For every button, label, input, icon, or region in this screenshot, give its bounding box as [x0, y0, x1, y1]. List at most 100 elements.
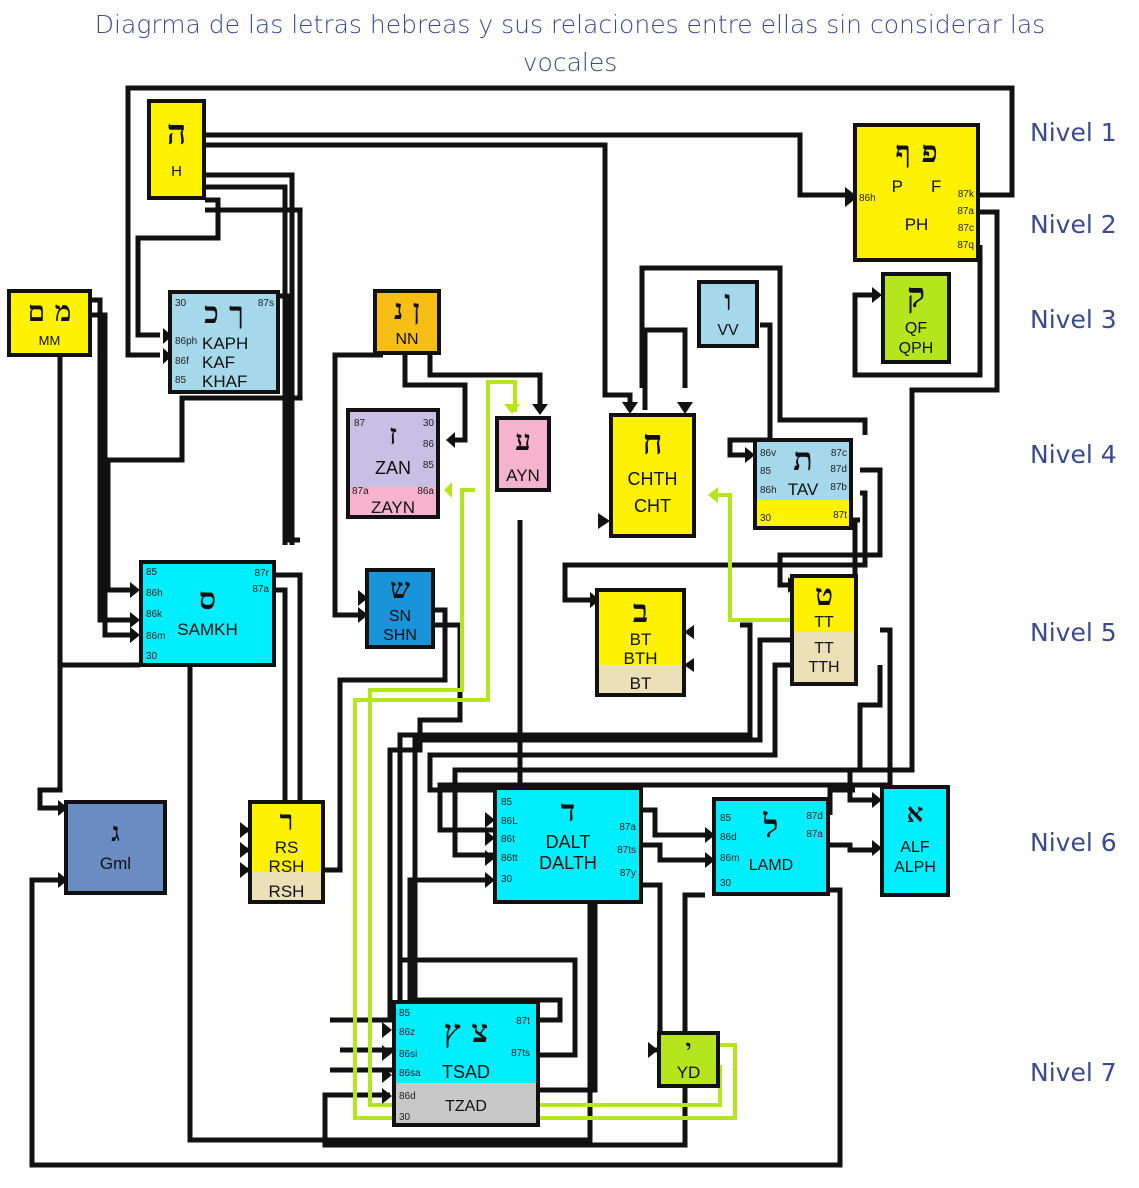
node-label: LAMD [748, 857, 794, 874]
node-label: TSAD [441, 1062, 490, 1082]
node-vav[interactable]: ו VV [697, 280, 759, 348]
node-label: QPH [898, 340, 934, 357]
letter-glyph: ג [111, 818, 120, 848]
connector [727, 322, 773, 458]
node-label: SAMKH [177, 620, 238, 639]
node-ayin[interactable]: ע AYN [495, 416, 551, 492]
port-label: 86m [146, 631, 166, 642]
arrow-icon [382, 1088, 392, 1104]
port-label: 86a [417, 486, 434, 497]
arrow-icon [648, 1042, 658, 1058]
node-resh[interactable]: ר RS RSH RSH [248, 800, 325, 904]
connector [777, 467, 883, 588]
node-zayin[interactable]: ז ZAN ZAYN 87 87a 30 86 85 86a [346, 408, 440, 519]
connector [640, 882, 663, 1053]
arrow-icon [872, 792, 882, 808]
connector [278, 293, 300, 543]
node-het[interactable]: ח CHTH CHT [609, 413, 696, 538]
arrow-icon [485, 830, 495, 846]
port-label: 86h [859, 193, 876, 204]
connector [827, 787, 855, 815]
node-label: QF [904, 320, 928, 337]
port-label: 85 [399, 1008, 411, 1019]
arrow-icon [382, 1067, 392, 1083]
port-label: 87s [257, 298, 274, 309]
port-label: 86f [175, 356, 189, 367]
node-band-label: TZAD [445, 1098, 487, 1115]
port-label: 86sa [399, 1068, 421, 1079]
node-tav[interactable]: ת TAV 86v 85 86h 30 87c 87d 87b 87t [753, 438, 853, 530]
connector [29, 877, 843, 1168]
level-label: Nivel 4 [1030, 440, 1117, 469]
port-label: 86h [146, 588, 163, 599]
arrow-icon [485, 872, 495, 888]
port-label: 30 [399, 1112, 411, 1123]
port-label: 85 [501, 797, 513, 808]
letter-glyph: צ ץ [443, 1012, 489, 1050]
node-qof[interactable]: ק QF QPH [881, 272, 951, 364]
node-label: DALTH [539, 853, 597, 873]
port-label: 86h [760, 485, 777, 496]
node-tsadi[interactable]: צ ץ TSAD TZAD 85 86z 86si 86sa 86d 30 87… [392, 1000, 540, 1127]
node-dalet[interactable]: ד DALT DALTH 85 86L 86t 86tt 30 87a 87ts… [493, 786, 643, 904]
node-samekh[interactable]: ס SAMKH 85 86h 86k 86m 30 87r 87a [139, 560, 276, 667]
letter-glyph: ז [389, 418, 397, 451]
connector [92, 297, 130, 623]
letter-glyph: ו [724, 284, 732, 317]
letter-glyph: ק [906, 276, 926, 316]
node-kaf[interactable]: ך כ KAPH KAF KHAF 30 86ph 86f 85 87s [168, 290, 280, 394]
node-label: RS [274, 838, 299, 857]
node-label: MM [38, 333, 61, 348]
node-nun[interactable]: ן נ NN [373, 289, 441, 355]
connector [640, 807, 710, 838]
port-label: 86ph [175, 336, 198, 347]
node-tet[interactable]: ט TT TT TTH [790, 574, 858, 686]
port-label: 86z [399, 1027, 416, 1038]
port-label: 86m [720, 853, 740, 864]
letter-glyph: מ ם [27, 295, 72, 328]
node-label: TT [814, 614, 834, 631]
node-label: ALF [900, 839, 930, 856]
node-label: NN [395, 331, 419, 348]
node-alef[interactable]: א ALF ALPH [880, 785, 950, 897]
arrow-icon [485, 812, 495, 828]
node-label: CHT [634, 496, 671, 516]
port-label: 85 [175, 375, 187, 386]
node-shin[interactable]: ש SN SHN [365, 568, 435, 649]
node-mem[interactable]: מ ם MM [7, 289, 92, 357]
arrow-icon [130, 627, 140, 643]
node-he[interactable]: ה H [147, 99, 206, 200]
port-label: 86d [720, 832, 737, 843]
node-label: DALT [545, 832, 591, 852]
port-label: 87a [619, 822, 636, 833]
node-label: SHN [383, 627, 417, 644]
port-label: 87y [619, 868, 636, 879]
port-label: 87ts [511, 1048, 530, 1059]
port-label: 87d [830, 464, 847, 475]
arrow-icon [58, 872, 68, 888]
node-label: BT [629, 630, 652, 649]
connector [353, 380, 737, 1120]
port-label: 30 [760, 513, 772, 524]
arrow-icon [622, 402, 638, 414]
port-label: 30 [501, 874, 513, 885]
node-gimel[interactable]: ג Gml [64, 800, 167, 895]
port-label: 85 [146, 567, 158, 578]
node-lamed[interactable]: ל LAMD 85 86d 86m 30 87d 87a [712, 797, 830, 896]
port-label: 30 [422, 418, 434, 429]
arrow-icon [130, 582, 140, 598]
port-label: 30 [175, 298, 187, 309]
arrow-icon [240, 822, 250, 838]
letter-glyph: ע [515, 424, 531, 457]
port-label: 86si [399, 1049, 418, 1060]
green-connectors [353, 380, 790, 1120]
connector [427, 355, 543, 410]
connector [340, 622, 753, 1053]
node-yod[interactable]: י YD [657, 1031, 720, 1088]
node-band-label: TT [814, 640, 834, 657]
level-label: Nivel 3 [1030, 305, 1117, 334]
node-label: CHTH [627, 469, 678, 489]
connector [322, 892, 705, 1148]
node-bet[interactable]: ב BT BTH BT [595, 588, 686, 697]
node-pe[interactable]: פ ף P F PH 86h 87k 87a 87c 87q [853, 123, 980, 262]
